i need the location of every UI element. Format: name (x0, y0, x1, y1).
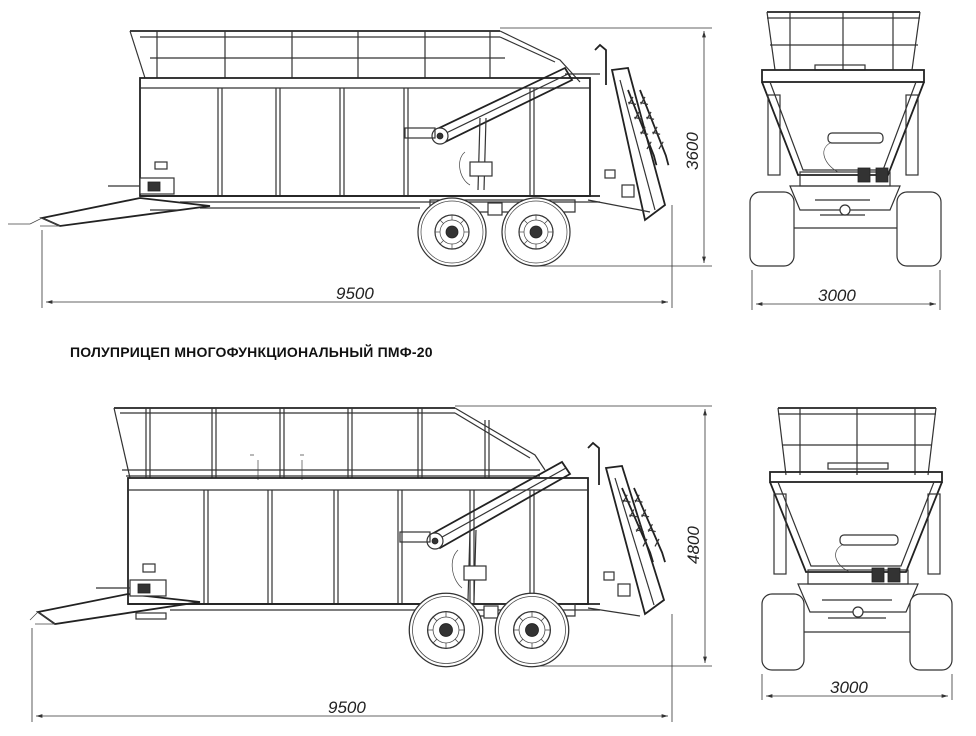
bottom-rear-view: 3000 (761, 407, 953, 700)
bottom-height-dim: 4800 (684, 526, 703, 564)
bottom-side-dimensions (31, 405, 712, 722)
axle-wheels-bottom (408, 592, 576, 668)
bottom-side-view: 9500 4800 (29, 405, 712, 722)
top-height-dim: 3600 (683, 132, 702, 170)
drawbar (8, 177, 211, 227)
rear-rails-bottom (777, 407, 937, 476)
spreader-beaters (587, 43, 671, 222)
rear-tyres-bottom (761, 593, 953, 671)
rear-tyres (749, 191, 942, 267)
drawing-caption: ПОЛУПРИЦЕП МНОГОФУНКЦИОНАЛЬНЫЙ ПМФ-20 (70, 343, 433, 360)
rear-body-bottom (769, 471, 943, 619)
top-side-dimensions (41, 27, 712, 308)
spreader-beaters-bottom (587, 441, 667, 617)
top-rear-width-dim: 3000 (818, 286, 856, 305)
body-box (139, 77, 600, 209)
rear-body (761, 69, 925, 216)
bottom-rear-dimensions (761, 674, 953, 700)
bottom-rear-width-dim: 3000 (830, 678, 868, 697)
top-rear-dimensions (751, 270, 941, 310)
hopper-extended-rails (113, 407, 546, 480)
hopper-top-rails (129, 30, 581, 83)
rear-rails (766, 11, 921, 71)
top-side-view: 9500 3600 (8, 27, 712, 308)
unloading-conveyor-bottom (399, 460, 572, 601)
drawbar-bottom (29, 579, 201, 625)
top-length-dim: 9500 (336, 284, 374, 303)
unloading-conveyor (404, 66, 600, 191)
axle-wheels (417, 197, 576, 267)
top-rear-view: 3000 (749, 11, 942, 310)
bottom-length-dim: 9500 (328, 698, 366, 717)
